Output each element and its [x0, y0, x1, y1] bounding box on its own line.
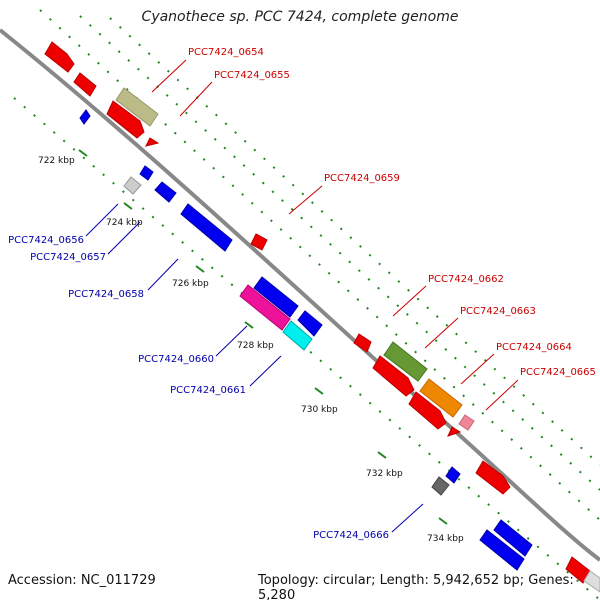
gene-label-0657[interactable]: PCC7424_0657: [30, 252, 106, 263]
gene-label-0655[interactable]: PCC7424_0655: [214, 70, 290, 81]
gene-label-0664[interactable]: PCC7424_0664: [496, 342, 572, 353]
callout-0663: [424, 317, 459, 349]
callout-0654: [151, 59, 187, 93]
gene-label-0662[interactable]: PCC7424_0662: [428, 274, 504, 285]
scale-labels: 722 kbp 724 kbp 726 kbp 728 kbp 730 kbp …: [38, 156, 464, 544]
gene-label-0658[interactable]: PCC7424_0658: [68, 289, 144, 300]
gene-blue-small[interactable]: [79, 109, 91, 125]
genome-title: Cyanothece sp. PCC 7424, complete genome: [141, 9, 459, 25]
gene-0655-left[interactable]: [73, 72, 97, 97]
gene-blue-right-1[interactable]: [493, 519, 533, 557]
gene-0656[interactable]: [123, 176, 142, 195]
scale-tick-732: [377, 451, 387, 459]
scale-label-724: 724 kbp: [106, 218, 143, 228]
callout-lines: [85, 59, 519, 533]
gene-0662[interactable]: [383, 341, 428, 382]
gene-0660-head[interactable]: [253, 276, 299, 318]
gene-0666[interactable]: [431, 476, 450, 496]
gene-label-0665[interactable]: PCC7424_0665: [520, 367, 596, 378]
callout-0658: [147, 258, 179, 291]
scale-tick-722: [78, 149, 88, 157]
gene-label-0660[interactable]: PCC7424_0660: [138, 354, 214, 365]
gene-0664[interactable]: [458, 414, 475, 431]
scale-tick-726: [195, 265, 205, 273]
gene-blue-right-2[interactable]: [479, 529, 525, 571]
gene-gray-corner[interactable]: [583, 570, 600, 593]
gene-label-0656[interactable]: PCC7424_0656: [8, 235, 84, 246]
gene-0654[interactable]: [44, 41, 75, 73]
gene-0660[interactable]: [239, 284, 291, 331]
gene-0665[interactable]: [447, 426, 462, 437]
gene-khaki[interactable]: [115, 87, 159, 127]
genes-minus-strand[interactable]: [79, 109, 533, 571]
scale-tick-724: [123, 202, 133, 210]
gene-label-0666[interactable]: PCC7424_0666: [313, 530, 389, 541]
genes-plus-strand[interactable]: [44, 41, 600, 593]
scale-label-734: 734 kbp: [427, 534, 464, 544]
gene-label-0661[interactable]: PCC7424_0661: [170, 385, 246, 396]
scale-label-728: 728 kbp: [237, 341, 274, 351]
callout-0661: [249, 355, 282, 387]
gene-label-0663[interactable]: PCC7424_0663: [460, 306, 536, 317]
callout-0666: [391, 503, 424, 533]
scale-label-732: 732 kbp: [366, 469, 403, 479]
scale-tick-728: [244, 321, 254, 329]
gene-0661[interactable]: [282, 320, 313, 351]
gene-labels-minus: PCC7424_0656 PCC7424_0657 PCC7424_0658 P…: [8, 235, 389, 541]
scale-tick-734: [438, 517, 448, 525]
scale-label-726: 726 kbp: [172, 279, 209, 289]
gene-label-0654[interactable]: PCC7424_0654: [188, 47, 264, 58]
gene-red-right[interactable]: [475, 460, 511, 495]
gene-0666-head[interactable]: [445, 466, 461, 484]
tick-track-outer-1: [79, 15, 600, 491]
scale-label-730: 730 kbp: [301, 405, 338, 415]
callout-0665: [485, 379, 519, 411]
callout-0660: [215, 325, 248, 357]
gene-0664-left[interactable]: [408, 391, 447, 430]
callout-0659: [288, 185, 323, 215]
gene-label-0659[interactable]: PCC7424_0659: [324, 173, 400, 184]
gene-0663-left[interactable]: [372, 355, 415, 397]
callout-0655: [179, 81, 213, 117]
gene-0661-head[interactable]: [297, 310, 323, 337]
callout-0664: [460, 353, 495, 385]
callout-0662: [392, 285, 427, 317]
scale-ticks: [78, 149, 448, 525]
gene-0655-tip[interactable]: [145, 137, 160, 147]
gene-labels-plus: PCC7424_0654 PCC7424_0655 PCC7424_0659 P…: [188, 47, 596, 378]
scale-tick-730: [314, 387, 324, 395]
scale-label-722: 722 kbp: [38, 156, 75, 166]
gene-0662-left[interactable]: [353, 333, 372, 353]
accession-label: Accession: NC_011729: [8, 573, 156, 588]
tick-track-inner-2: [39, 9, 600, 521]
callout-0656: [85, 203, 119, 237]
gene-0659[interactable]: [250, 233, 268, 251]
gene-0658[interactable]: [180, 203, 233, 252]
gene-0656-head[interactable]: [139, 165, 154, 181]
tick-track-outer-2: [109, 17, 600, 466]
topology-label: Topology: circular; Length: 5,942,652 bp…: [258, 573, 574, 600]
gene-0657[interactable]: [154, 181, 177, 203]
gene-red-corner[interactable]: [565, 556, 591, 584]
callout-0657: [107, 221, 141, 255]
tick-tracks: [13, 9, 600, 600]
gene-0655[interactable]: [106, 100, 145, 139]
gene-0663[interactable]: [419, 378, 463, 418]
